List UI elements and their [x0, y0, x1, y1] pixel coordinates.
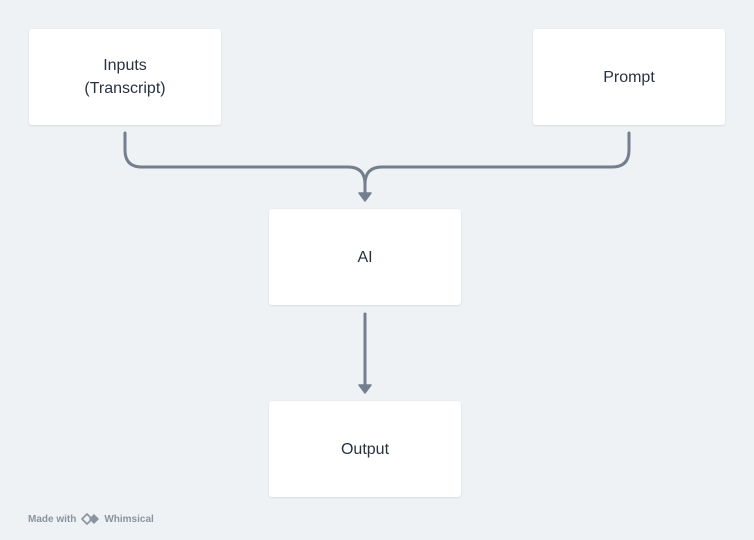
arrowhead-into-output: [358, 384, 372, 394]
node-prompt-label: Prompt: [603, 68, 655, 86]
whimsical-brand-text: Whimsical: [104, 513, 154, 525]
node-inputs-label-line1: Inputs: [103, 57, 147, 74]
made-with-text: Made with: [28, 513, 77, 525]
arrowhead-into-ai: [358, 192, 372, 202]
node-ai[interactable]: AI: [269, 209, 461, 305]
node-inputs[interactable]: Inputs (Transcript): [29, 29, 221, 125]
connector-prompt-to-ai: [363, 131, 631, 196]
node-ai-label: AI: [357, 248, 373, 266]
node-prompt[interactable]: Prompt: [533, 29, 725, 125]
whimsical-logo-icon: [81, 513, 100, 525]
node-inputs-label-line2: (Transcript): [84, 80, 166, 97]
made-with-whimsical-badge[interactable]: Made with Whimsical: [28, 511, 154, 527]
node-output-label: Output: [340, 440, 390, 458]
connector-inputs-to-ai: [123, 131, 367, 196]
node-output[interactable]: Output: [269, 401, 461, 497]
